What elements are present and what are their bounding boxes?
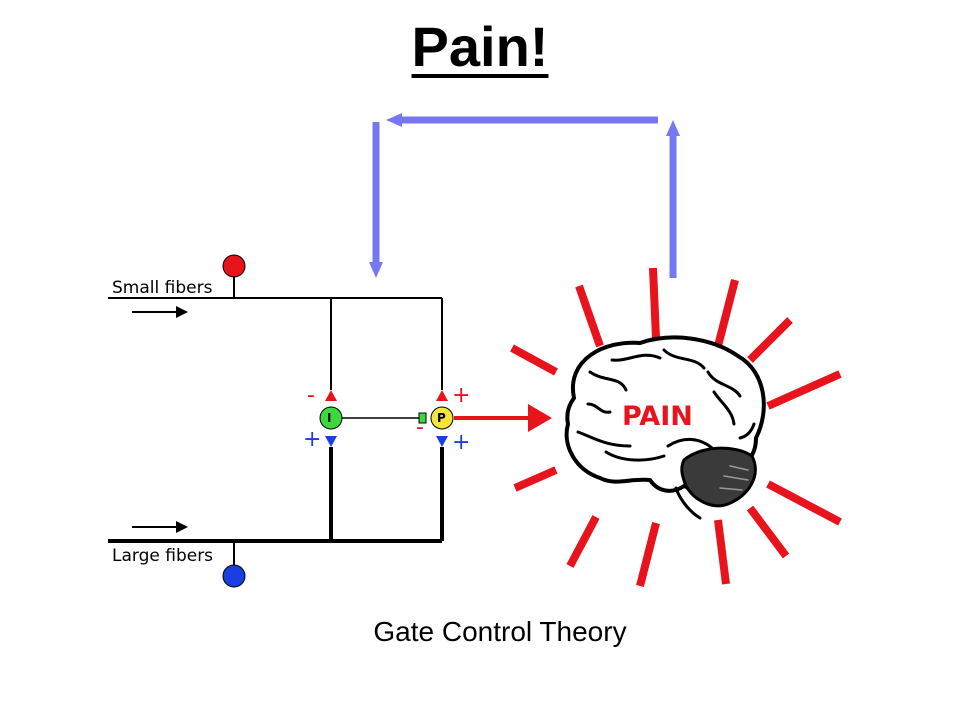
i-to-p-sign: - — [416, 415, 424, 440]
cerebellum — [680, 446, 757, 508]
projection-neuron — [430, 406, 454, 430]
brain-stem — [674, 486, 702, 520]
node-i-label: I — [327, 411, 331, 425]
page-title: Pain! — [411, 15, 549, 78]
large-i-sign: + — [303, 427, 321, 452]
inhibitory-interneuron — [319, 406, 343, 430]
small-fibers: Small fibers — [108, 254, 448, 401]
pain-label: PAIN — [622, 401, 693, 432]
large-to-p-synapse — [436, 436, 448, 447]
large-fibers-label: Large fibers — [112, 546, 213, 566]
large-fiber-receptor — [222, 564, 246, 588]
small-fiber-receptor — [222, 254, 246, 278]
gate-neurons: I P - + + + - — [303, 383, 470, 455]
feedback-up-arrowhead — [666, 120, 680, 136]
small-to-p-synapse — [436, 390, 448, 401]
small-to-i-synapse — [325, 390, 337, 401]
brain-illustration: PAIN — [564, 335, 766, 520]
feedback-down-arrowhead — [369, 262, 383, 278]
large-to-i-synapse — [325, 436, 337, 447]
pain-output-arrow — [454, 404, 552, 432]
small-i-sign: - — [307, 383, 315, 408]
pain-rays — [510, 267, 842, 587]
large-fibers: Large fibers — [108, 436, 448, 588]
feedback-loop-arrows — [369, 113, 680, 278]
large-p-sign: + — [452, 430, 470, 455]
small-p-sign: + — [452, 383, 470, 408]
node-p-label: P — [437, 411, 446, 425]
small-fibers-label: Small fibers — [112, 278, 213, 298]
feedback-left-arrowhead — [386, 113, 402, 127]
diagram-caption: Gate Control Theory — [373, 616, 627, 647]
